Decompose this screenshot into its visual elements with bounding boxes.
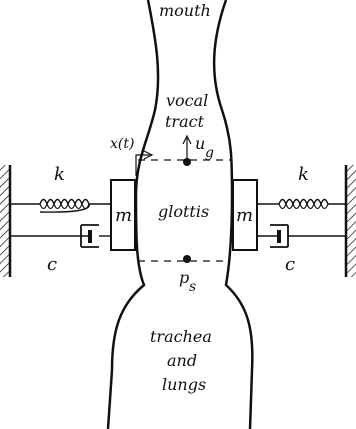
right-damper-label: c [285,254,295,275]
displacement-arrow [135,154,150,176]
displacement-arrow-head [143,150,154,160]
flow-arrow-head [182,134,192,145]
displacement-label: x(t) [110,136,134,152]
left-wall-hatching [0,165,10,277]
left-mass-label: m [115,205,132,226]
right-oscillator [232,165,356,277]
left-oscillator [0,165,136,277]
flow-subscript: g [205,145,214,161]
trachea-label: trachea [150,327,212,346]
tract-label: tract [165,112,205,131]
flow-symbol: u [195,134,205,153]
right-spring [278,198,329,206]
glottis-label: glottis [158,202,209,221]
lungs-label: lungs [162,375,206,394]
pressure-subscript: s [189,279,196,295]
pressure-symbol: p [179,268,189,287]
mouth-label: mouth [159,1,211,20]
pressure-measurement-point [183,255,191,263]
right-mass-block [232,179,258,251]
left-damper-label: c [47,254,57,275]
flow-measurement-point [183,158,191,166]
right-wall-hatching [346,165,356,277]
left-spring-label: k [54,164,65,185]
right-spring-label: k [298,164,309,185]
left-damper-cylinder [80,224,99,248]
vocal-label: vocal [166,91,208,110]
left-mass-block [110,179,136,251]
and-label: and [167,351,197,370]
right-mass-label: m [236,205,253,226]
